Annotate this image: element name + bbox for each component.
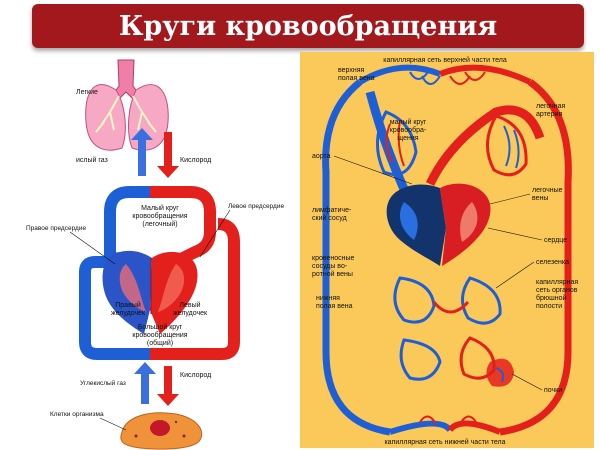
co2-label-top: ислый газ [76, 156, 108, 164]
big-circle-label-2: кровообращения [132, 331, 187, 339]
ivc-label-2: полая вена [316, 303, 353, 310]
heart-illustration [102, 250, 198, 334]
lymph-label-1: лимфатиче- [312, 207, 352, 214]
top-capillary-label: капиллярная сеть верхней части тела [383, 56, 507, 64]
pulm-veins-pointer [489, 193, 531, 205]
left-ventricle-label-2: желудочек [173, 310, 208, 317]
title-banner: Круги кровообращения [32, 4, 584, 48]
circulation-panel: капиллярная сеть верхней части тела малы… [300, 52, 594, 448]
left-diagram: Легкие ислый газ Кислород Малый круг кро… [26, 59, 284, 450]
spleen-label: селезенка [536, 259, 569, 266]
right-atrium-label: Правое предсердие [26, 225, 86, 232]
right-ventricle-label-2: желудочек [111, 310, 146, 317]
artery-right-loop [499, 79, 572, 436]
portal-label-1: кровеносные [312, 255, 355, 262]
heart-pointer [487, 227, 543, 241]
small-circle-r-1: малый круг [390, 118, 427, 126]
lungs-label: Легкие [76, 89, 98, 96]
co2-bottom-arrow [134, 362, 156, 404]
big-circle-label-3: (общий) [147, 339, 173, 347]
pulm-veins-label-1: легочные [532, 187, 563, 194]
aorta-arch [425, 105, 545, 186]
ivc-label-1: нижняя [316, 295, 340, 302]
pulm-artery-label-2: артерия [536, 111, 562, 118]
lung-capillaries [375, 110, 528, 177]
abd-cap-label-4: полости [536, 303, 562, 310]
portal-label-3: ротной вены [312, 270, 353, 278]
small-circle-r-2: кровообра- [390, 126, 427, 134]
bottom-capillary-label: капиллярная сеть нижней части тела [384, 438, 505, 446]
lymph-label-2: ский сосуд [312, 214, 347, 222]
abdominal-organs [393, 276, 502, 381]
pulm-veins-label-2: вены [532, 195, 548, 202]
vein-left-loop [322, 79, 391, 436]
big-circle-label-1: Большой круг [138, 323, 183, 331]
right-ventricle-label-1: Правый [115, 301, 141, 309]
aorta-label: аорта [312, 153, 331, 160]
left-atrium-pointer [199, 209, 231, 258]
right-diagram: капиллярная сеть верхней части тела малы… [312, 56, 578, 446]
svc-label-2: полая вена [338, 75, 375, 82]
pulm-artery-label-1: легочная [536, 103, 566, 110]
superior-vena-cava [365, 90, 415, 204]
page-title: Круги кровообращения [118, 10, 498, 42]
kidneys-illustration [486, 358, 514, 387]
o2-label-top: Кислород [180, 157, 211, 164]
co2-up-arrow [131, 128, 153, 176]
heart-label: сердце [544, 237, 567, 244]
left-ventricle-label-1: Левый [179, 301, 200, 309]
abd-cap-label-3: брюшной [536, 294, 567, 302]
small-circle-label-2: кровообращения [132, 212, 187, 220]
o2-down-arrow [157, 132, 179, 178]
cells-label: Клетки организма [50, 411, 104, 418]
lungs-illustration [85, 59, 169, 151]
co2-bottom-label: Углекислый газ [80, 379, 126, 387]
small-circle-r-3: щения [397, 135, 418, 142]
right-atrium-pointer [69, 231, 116, 265]
kidneys-pointer [511, 373, 543, 391]
kidneys-label: почки [544, 387, 562, 394]
top-capillary-network [358, 64, 532, 85]
aorta-pointer [333, 155, 413, 185]
cells-pointer [99, 417, 127, 431]
svc-label-1: верхняя [338, 67, 365, 74]
heart-right [386, 183, 491, 266]
abd-cap-label-1: капиллярная [536, 279, 578, 286]
small-circle-loop [104, 186, 216, 268]
cell-illustration [120, 412, 203, 450]
left-atrium-label: Левое предсердие [228, 203, 284, 210]
spleen-pointer [495, 261, 535, 289]
o2-bottom-arrow [157, 366, 179, 406]
abd-cap-label-2: сеть органов [536, 287, 578, 294]
bottom-capillary-network [389, 415, 502, 435]
o2-bottom-label: Кислород [180, 372, 211, 379]
portal-label-2: сосуды во- [312, 263, 348, 270]
small-circle-label-3: (легочный) [142, 220, 177, 228]
small-circle-label-1: Малый круг [141, 204, 179, 212]
